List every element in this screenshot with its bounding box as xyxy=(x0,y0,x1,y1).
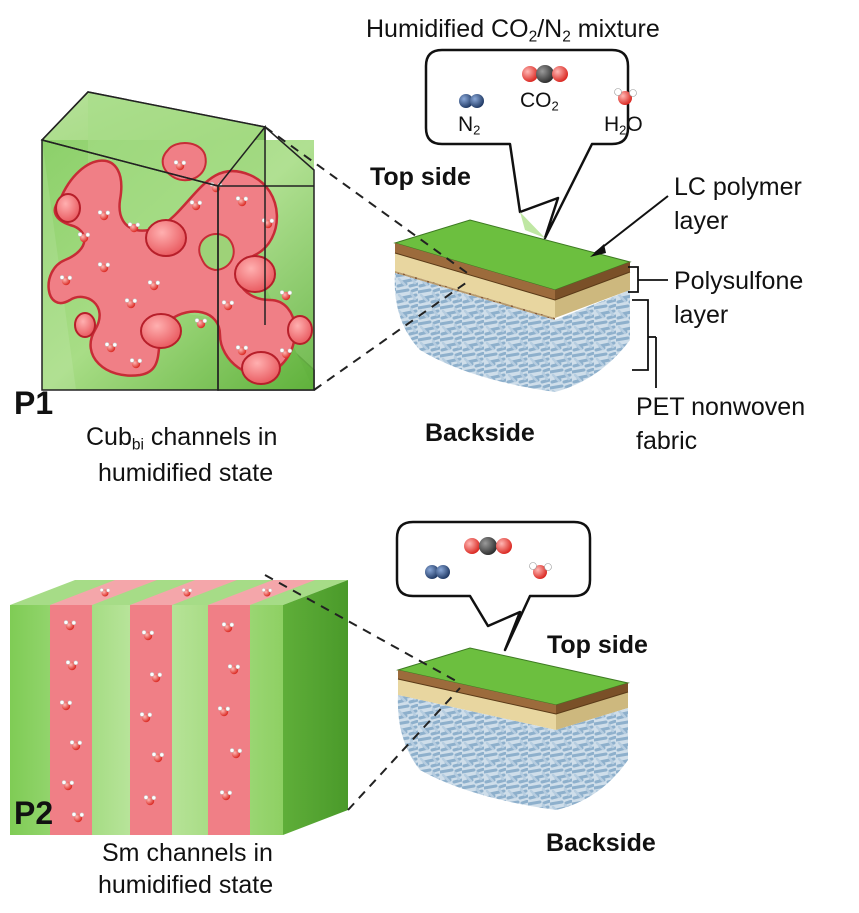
feed-title-sub1: 2 xyxy=(528,28,538,46)
h2o-molecule-icon xyxy=(614,88,637,105)
p2-panel-label: P2 xyxy=(14,795,54,831)
feed-title-mid: /N xyxy=(537,15,563,43)
p1-panel-label: P1 xyxy=(14,385,54,421)
polysulfone-label-line1: Polysulfone xyxy=(674,267,804,295)
co2-label: CO2 xyxy=(520,89,559,114)
feed-title-sub2: 2 xyxy=(562,28,571,46)
p2-caption-line2: humidified state xyxy=(98,871,274,899)
feed-title: Humidified CO2/N2 mixture xyxy=(366,14,660,46)
n2-molecule-icon xyxy=(459,94,484,108)
lc-polymer-label-line1: LC polymer xyxy=(674,173,802,201)
pet-bracket xyxy=(632,299,649,371)
p1-cubic-channel-cube xyxy=(40,91,315,391)
p1-caption-line2: humidified state xyxy=(98,459,274,487)
p2-caption-line1: Sm channels in xyxy=(102,839,273,867)
p1-backside-label: Backside xyxy=(425,419,535,447)
p2-smectic-channel-block xyxy=(10,580,348,835)
pet-label-line2: fabric xyxy=(636,427,698,455)
p1-zoom-lines xyxy=(264,126,471,391)
p1-gas-feed-callout xyxy=(424,48,637,240)
p2-membrane-stack xyxy=(396,647,630,810)
lc-polymer-label-line2: layer xyxy=(674,207,729,235)
p1-caption-line1: Cubbi channels in xyxy=(86,423,278,454)
p1-top-side-label: Top side xyxy=(370,163,471,191)
polysulfone-label-line2: layer xyxy=(674,301,729,329)
p2-top-side-label: Top side xyxy=(547,631,648,659)
co2-molecule-icon xyxy=(464,537,512,555)
p2-gas-feed-callout xyxy=(395,520,592,652)
cubic-channel-network xyxy=(47,159,297,377)
h2o-molecule-icon xyxy=(529,562,552,579)
lc-polymer-pointer xyxy=(594,195,669,254)
p2-backside-label: Backside xyxy=(546,829,656,857)
feed-title-suffix: mixture xyxy=(570,15,660,43)
p2-zoom-lines xyxy=(264,574,461,811)
n2-molecule-icon xyxy=(425,565,450,579)
h2o-label: H2O xyxy=(604,113,643,138)
feed-title-prefix: Humidified CO xyxy=(366,15,529,43)
co2-molecule-icon xyxy=(522,65,568,83)
pet-label-line1: PET nonwoven xyxy=(636,393,806,421)
n2-label: N2 xyxy=(458,113,481,138)
p1-membrane-stack xyxy=(393,219,632,392)
